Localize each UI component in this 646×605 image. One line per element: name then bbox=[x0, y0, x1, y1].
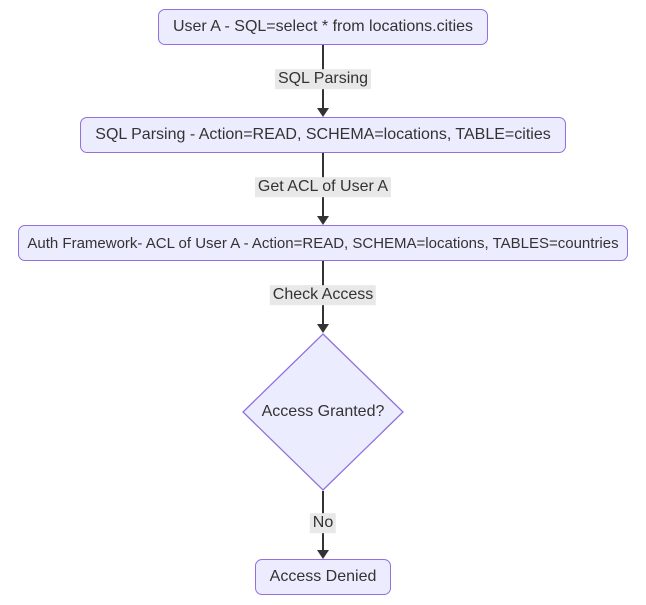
edge-label-get-acl: Get ACL of User A bbox=[254, 177, 392, 198]
edge-no: No bbox=[203, 491, 443, 559]
edge-sql-parsing: SQL Parsing bbox=[203, 45, 443, 117]
arrowhead-down-icon bbox=[317, 216, 329, 225]
node-access-granted-label: Access Granted? bbox=[261, 403, 385, 420]
node-access-granted: Access Granted? bbox=[242, 333, 404, 491]
node-user-query: User A - SQL=select * from locations.cit… bbox=[157, 9, 489, 45]
node-auth-framework: Auth Framework- ACL of User A - Action=R… bbox=[18, 225, 628, 261]
edge-label-check-access: Check Access bbox=[269, 285, 377, 306]
node-access-denied: Access Denied bbox=[254, 559, 392, 595]
edge-check-access: Check Access bbox=[203, 261, 443, 333]
diamond-shape-icon bbox=[242, 333, 404, 491]
edge-label-sql-parsing: SQL Parsing bbox=[274, 69, 372, 90]
edge-get-acl: Get ACL of User A bbox=[203, 153, 443, 225]
edge-label-no: No bbox=[309, 513, 337, 534]
arrowhead-down-icon bbox=[317, 108, 329, 117]
arrowhead-down-icon bbox=[317, 324, 329, 333]
arrowhead-down-icon bbox=[317, 550, 329, 559]
node-sql-parsing: SQL Parsing - Action=READ, SCHEMA=locati… bbox=[80, 117, 566, 153]
